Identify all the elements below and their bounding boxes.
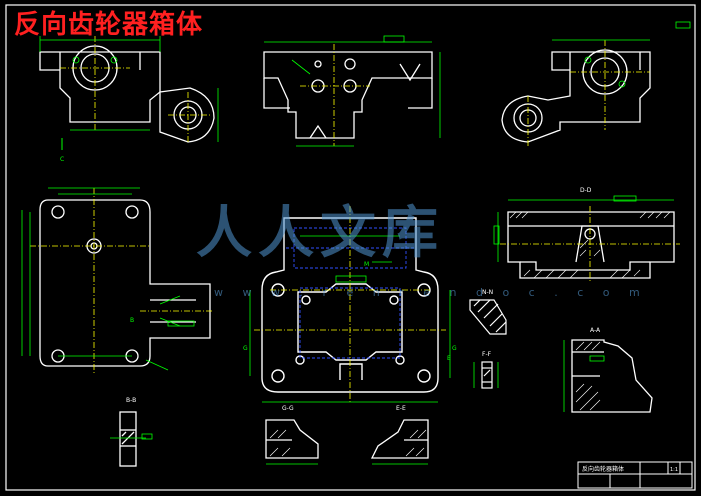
nn-view-label: N-N xyxy=(482,289,493,296)
watermark-url: w w w . r e n r e n d o c . c o m xyxy=(214,286,648,299)
view-ff-dims xyxy=(473,362,499,388)
view-top-right-centerlines xyxy=(527,40,650,146)
title-block-scale: 1:1 xyxy=(670,467,678,473)
b-marker-label: B xyxy=(130,317,134,324)
view-top-middle-dims xyxy=(264,35,441,147)
view-middle-left-centerlines xyxy=(30,188,214,374)
view-ff-section xyxy=(481,361,493,389)
dd-view-label: D-D xyxy=(580,187,592,194)
c-marker-label: C xyxy=(60,156,64,163)
title-block xyxy=(577,461,693,489)
view-top-middle xyxy=(263,51,433,139)
view-middle-left xyxy=(39,199,211,367)
view-center-dims xyxy=(249,235,451,403)
view-bb-dims xyxy=(110,433,153,440)
g-left-label: G xyxy=(243,345,248,352)
view-bb-section xyxy=(119,411,137,467)
title-block-part-name: 反向齿轮器箱体 xyxy=(582,465,624,473)
view-top-middle-centerlines xyxy=(300,44,370,146)
drawing-frame xyxy=(5,4,696,491)
view-top-left-centerlines xyxy=(60,36,212,142)
view-nn-section xyxy=(469,299,507,335)
view-ee-hatch xyxy=(405,429,427,457)
aa-view-label: A-A xyxy=(590,327,601,334)
view-aa-dims xyxy=(563,340,605,412)
view-aa-hatch xyxy=(575,341,601,411)
view-dd-dims xyxy=(493,195,674,262)
view-gg-hatch xyxy=(269,429,291,457)
watermark-logo-text: 人人文库 xyxy=(196,201,444,266)
view-dd-hatch xyxy=(509,211,671,279)
view-aa-section xyxy=(571,339,653,413)
g-right-label: G xyxy=(452,345,457,352)
view-dd-section xyxy=(507,211,675,279)
e-right-label: E xyxy=(447,355,451,362)
view-top-right xyxy=(501,49,651,143)
view-top-left-dims xyxy=(39,36,219,142)
view-dd-centerlines xyxy=(500,206,680,282)
drawing-title: 反向齿轮器箱体 xyxy=(14,10,204,40)
view-middle-left-dims xyxy=(21,187,195,371)
m-marker-label: M xyxy=(364,261,369,268)
ee-view-label: E-E xyxy=(396,405,406,412)
view-top-right-dims xyxy=(552,21,691,88)
bb-view-label: B-B xyxy=(126,397,136,404)
gg-view-label: G-G xyxy=(282,405,294,412)
ff-view-label: F-F xyxy=(482,351,492,358)
view-center-centerlines xyxy=(254,206,446,402)
view-ee-section xyxy=(370,419,429,459)
view-gg-section xyxy=(265,419,319,459)
